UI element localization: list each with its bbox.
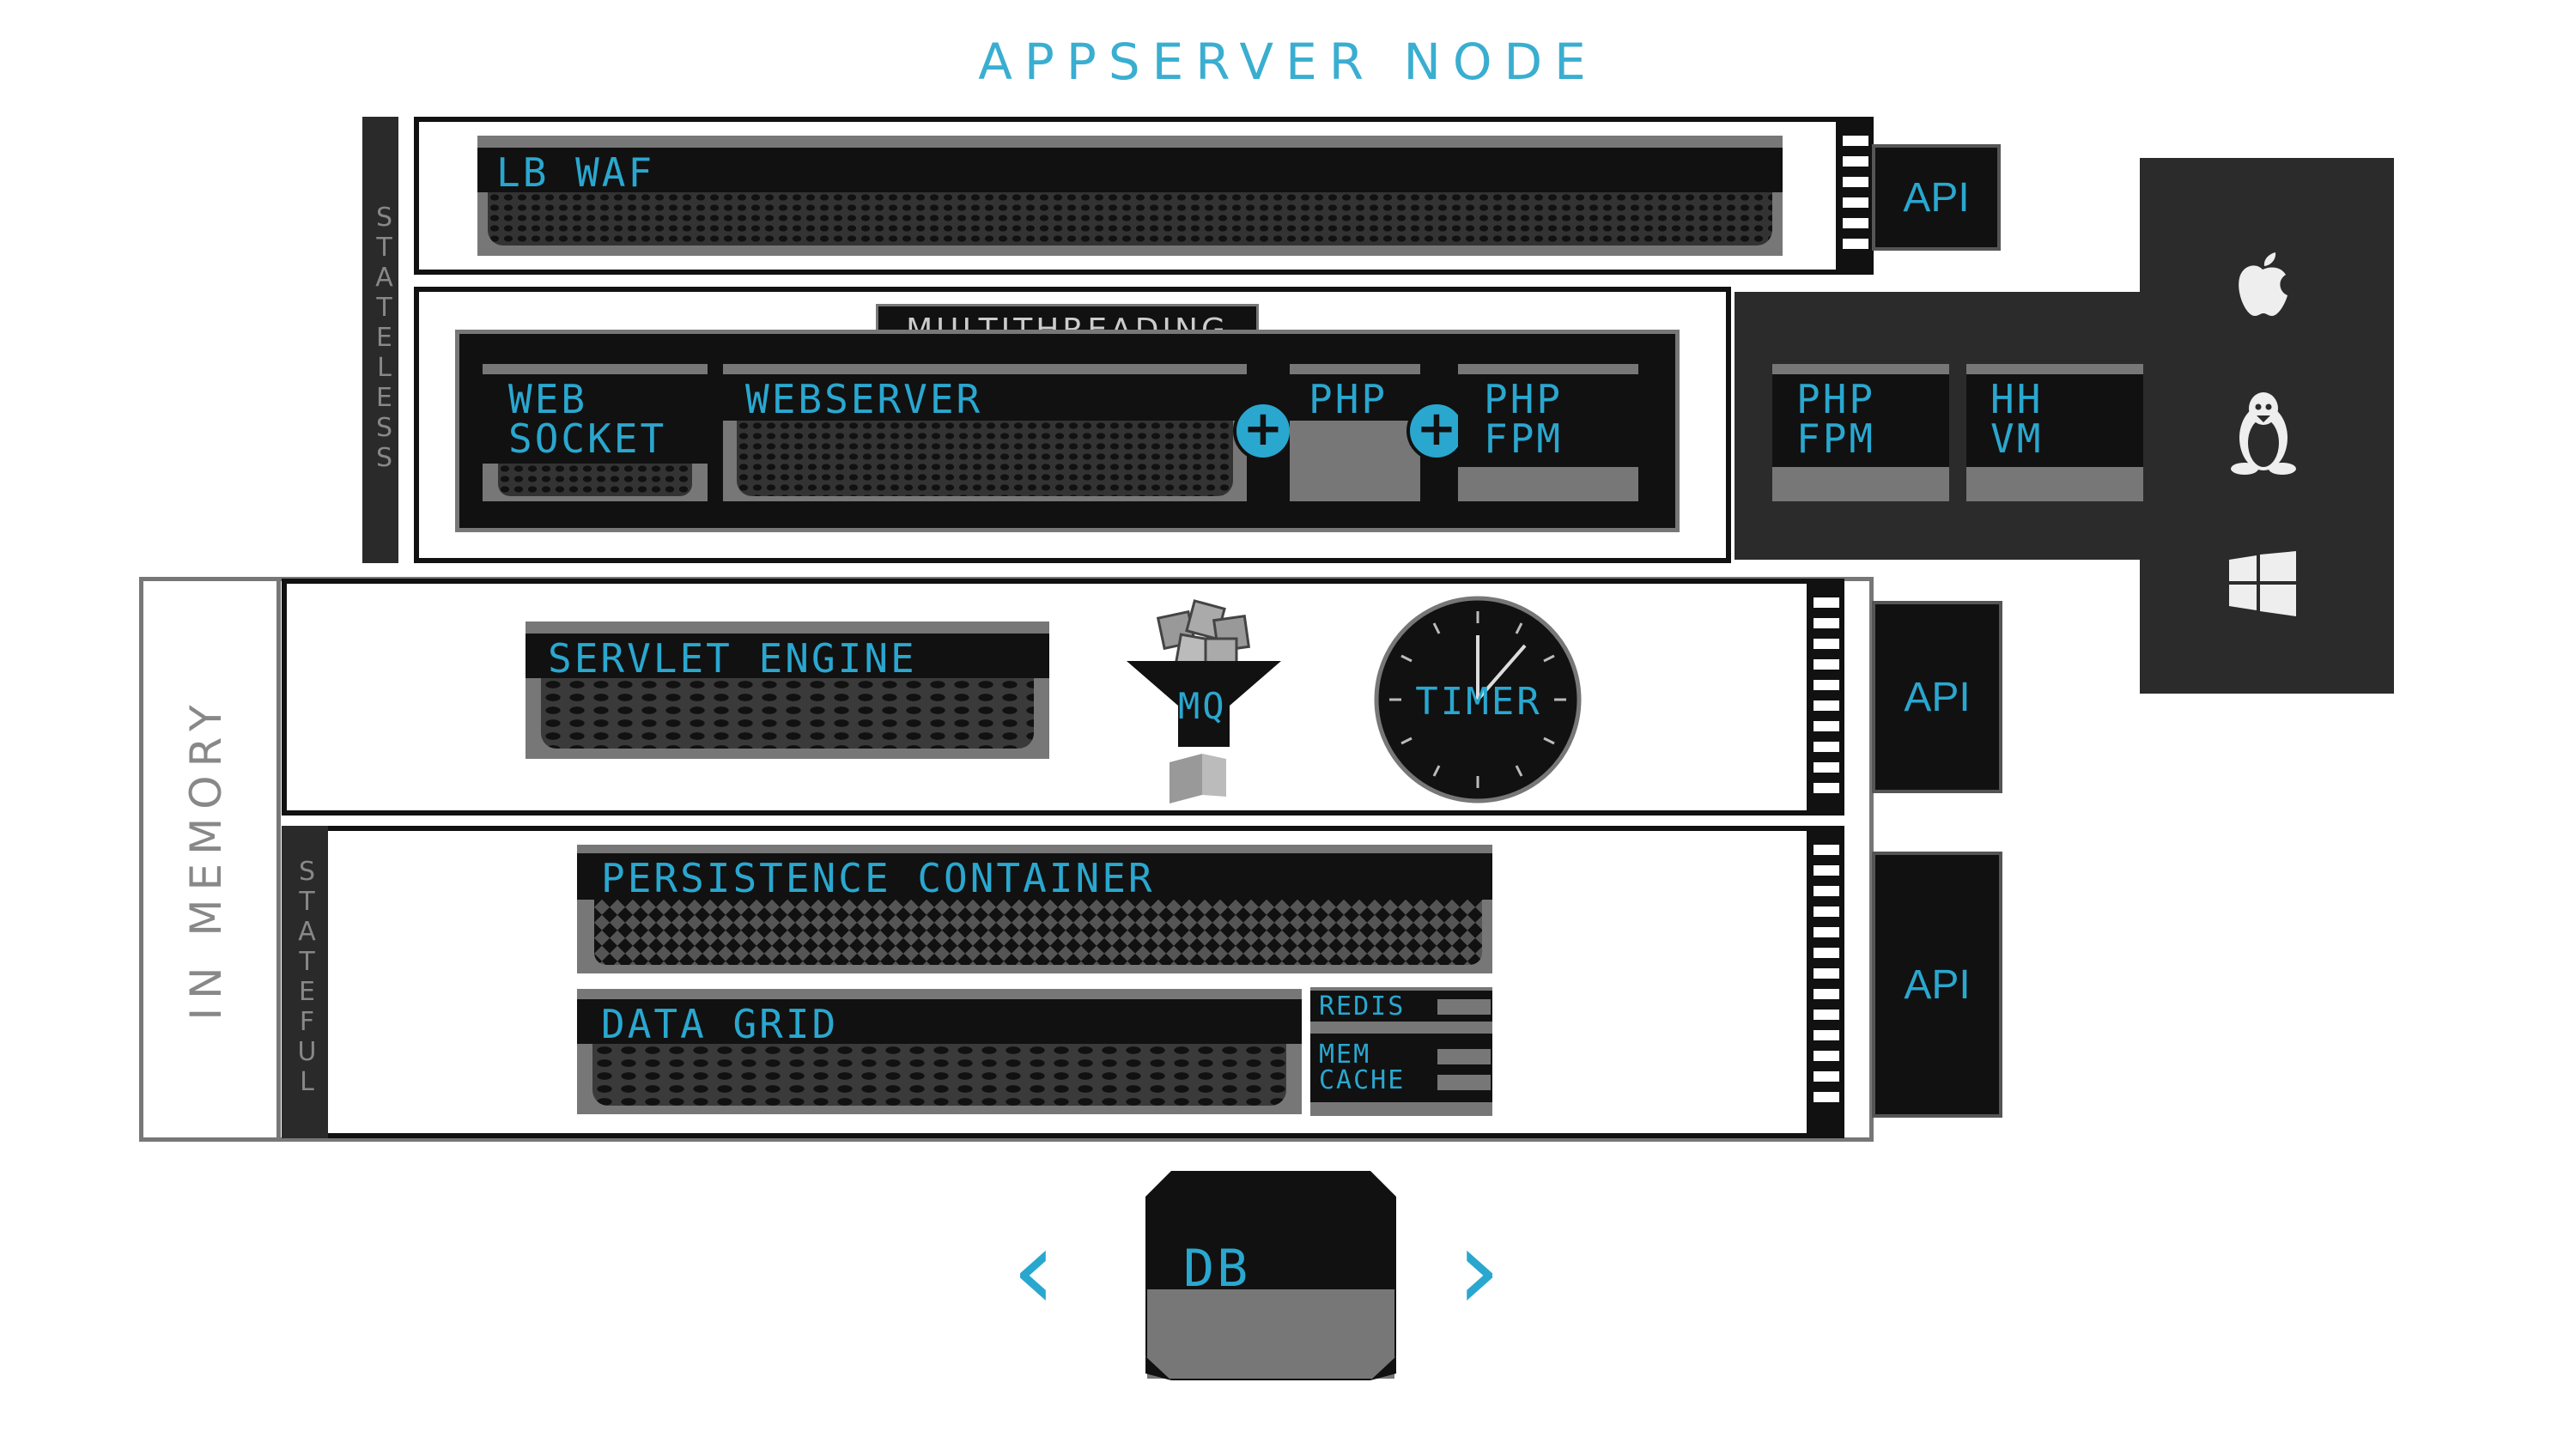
php-label: PHP xyxy=(1290,374,1420,421)
lb-waf-label: LB WAF xyxy=(477,148,1783,192)
stateful-connector xyxy=(1807,826,1844,1138)
next-arrow[interactable]: › xyxy=(1456,1204,1501,1335)
plus-icon-1: + xyxy=(1233,401,1293,461)
stateful-band xyxy=(282,826,328,1138)
memcache-bar-2 xyxy=(1437,1075,1491,1090)
memcache-label: MEM CACHE xyxy=(1319,1040,1406,1095)
mq-icon xyxy=(1127,599,1281,803)
data-grid-label: DATA GRID xyxy=(577,999,1302,1044)
redis-bar xyxy=(1437,999,1491,1015)
redis-label: REDIS xyxy=(1319,991,1406,1022)
servlet-engine-label: SERVLET ENGINE xyxy=(526,634,1049,678)
stateless-label: STATELESS xyxy=(369,203,399,473)
memcache-box xyxy=(1310,1034,1492,1102)
stateful-label: STATEFUL xyxy=(292,857,322,1097)
in-memory-label: IN MEMORY xyxy=(181,696,231,1021)
php-fpm-right-label: PHP FPM xyxy=(1772,374,1949,467)
web-socket-mesh xyxy=(498,464,692,496)
webserver-mesh xyxy=(737,421,1233,496)
diagram-title: APPSERVER NODE xyxy=(978,33,1598,91)
api-label-1: API xyxy=(1903,174,1970,221)
webserver-label: WEBSERVER xyxy=(723,374,1247,421)
data-grid-mesh xyxy=(592,1044,1286,1106)
persistence-mesh xyxy=(594,900,1482,965)
hhvm-label: HH VM xyxy=(1966,374,2143,467)
windows-icon xyxy=(2229,551,2296,616)
persistence-container-label: PERSISTENCE CONTAINER xyxy=(577,853,1492,900)
db-icon xyxy=(1145,1171,1396,1380)
lb-waf-connector xyxy=(1836,117,1874,275)
web-socket-label: WEB SOCKET xyxy=(483,374,708,464)
apple-icon xyxy=(2239,252,2287,316)
servlet-panel xyxy=(282,579,1844,816)
mq-label: MQ xyxy=(1178,685,1227,727)
prev-arrow[interactable]: ‹ xyxy=(1012,1204,1056,1335)
lb-waf-mesh xyxy=(488,192,1772,246)
api-box-3[interactable]: API xyxy=(1872,852,2002,1118)
api-box-2[interactable]: API xyxy=(1872,601,2002,793)
api-box-1[interactable]: API xyxy=(1872,144,2001,251)
db-label: DB xyxy=(1183,1239,1251,1299)
api-label-2: API xyxy=(1904,674,1971,720)
in-memory-divider xyxy=(276,577,281,1142)
servlet-connector xyxy=(1807,579,1844,816)
php-fpm-label: PHP FPM xyxy=(1458,374,1638,467)
linux-icon xyxy=(2231,392,2296,475)
api-label-3: API xyxy=(1904,961,1971,1008)
timer-label: TIMER xyxy=(1415,680,1542,724)
servlet-mesh xyxy=(541,678,1034,749)
stateless-band xyxy=(362,117,398,563)
memcache-bar-1 xyxy=(1437,1049,1491,1064)
timer-icon xyxy=(1374,596,1582,803)
